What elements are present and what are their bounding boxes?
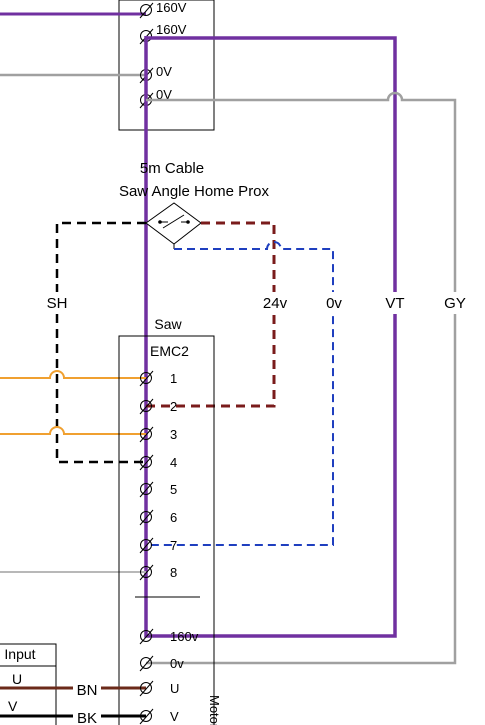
wire-label-bk: BK — [77, 710, 97, 725]
saw-supply-terminal-4: V — [139, 708, 179, 725]
top-terminal-1-label: 160V — [156, 0, 187, 15]
saw-block-title: Saw — [154, 316, 182, 332]
saw-block-frame — [118, 335, 215, 725]
saw-terminal-4: 4 — [139, 454, 177, 471]
saw-terminal-2-label: 2 — [170, 399, 177, 414]
saw-supply-terminal-1-label: 160v — [170, 629, 199, 644]
saw-terminal-2: 2 — [139, 398, 177, 415]
v24-wire-label: 24v — [263, 295, 288, 312]
saw-motor-label: Motor — [207, 695, 222, 725]
brown-24v-wire — [146, 221, 276, 408]
top-terminal-2-label: 160V — [156, 22, 187, 37]
saw-supply-terminal-2-label: 0v — [170, 656, 184, 671]
sensor-cable-label: 5m Cable — [140, 160, 204, 177]
saw-terminal-6: 6 — [139, 509, 177, 526]
orange-wire-1 — [0, 370, 146, 379]
sensor-name-label: Saw Angle Home Prox — [119, 183, 270, 200]
saw-terminal-5-label: 5 — [170, 482, 177, 497]
saw-terminal-1-label: 1 — [170, 371, 177, 386]
v0-wire-label: 0v — [326, 295, 342, 312]
saw-terminal-6-label: 6 — [170, 510, 177, 525]
sh-shield-wire — [55, 221, 146, 464]
saw-terminal-8-label: 8 — [170, 565, 177, 580]
saw-terminal-3-label: 3 — [170, 427, 177, 442]
input-row-v: V — [8, 698, 18, 714]
proximity-sensor-icon — [145, 202, 202, 245]
saw-module-label: EMC2 — [150, 343, 189, 359]
wire-label-bn: BN — [77, 682, 98, 699]
saw-supply-terminal-3-label: U — [170, 681, 179, 696]
orange-wire-3 — [0, 426, 146, 435]
proximity-sensor: 5m Cable Saw Angle Home Prox — [119, 160, 270, 249]
saw-terminal-list: 1 2 3 4 5 6 7 8 — [139, 370, 177, 581]
sh-wire-label: SH — [47, 295, 68, 312]
grey-gy-loop — [146, 91, 457, 665]
saw-terminal-8: 8 — [139, 564, 177, 581]
saw-terminal-4-label: 4 — [170, 455, 177, 470]
violet-vt-loop — [144, 36, 397, 638]
vt-wire-label: VT — [385, 295, 404, 312]
input-block: Input U V BN BK — [0, 643, 146, 725]
saw-terminal-block: Saw EMC2 Motor — [118, 316, 222, 725]
saw-terminal-1: 1 — [139, 370, 177, 387]
saw-supply-terminal-4-label: V — [170, 709, 179, 724]
top-terminal-3-label: 0V — [156, 64, 172, 79]
input-block-frame — [0, 643, 57, 725]
input-block-title: Input — [4, 646, 35, 662]
saw-supply-terminal-2: 0v — [139, 655, 184, 672]
saw-terminal-5: 5 — [139, 481, 177, 498]
gy-wire-label: GY — [444, 295, 466, 312]
top-terminal-1: 160V — [139, 0, 187, 19]
saw-terminal-7-label: 7 — [170, 538, 177, 553]
blue-0v-wire — [146, 241, 334, 546]
saw-supply-terminal-1: 160v — [139, 628, 199, 645]
top-block-frame — [118, 0, 215, 131]
top-terminal-4-label: 0V — [156, 87, 172, 102]
top-terminal-block: 160V 160V 0V 0V — [0, 0, 215, 131]
input-row-u: U — [12, 671, 22, 687]
saw-terminal-7: 7 — [139, 537, 177, 554]
saw-terminal-3: 3 — [139, 426, 177, 443]
saw-supply-terminal-3: U — [139, 680, 179, 697]
